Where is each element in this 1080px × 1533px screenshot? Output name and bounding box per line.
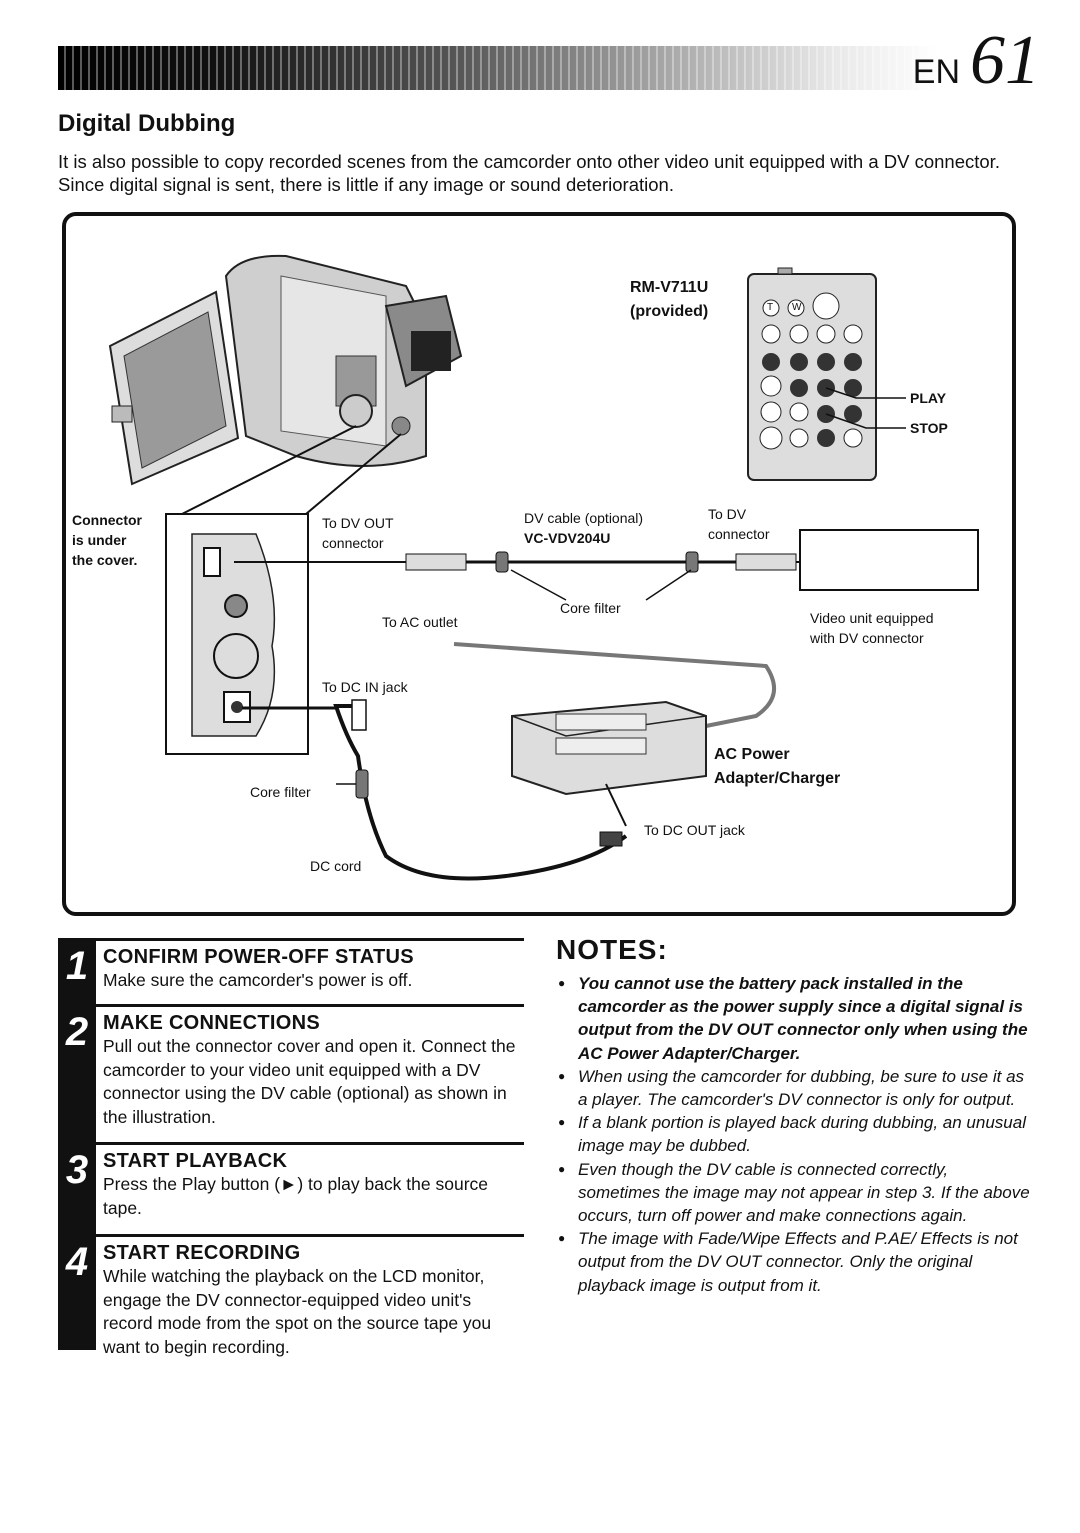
dv-cable-model: VC-VDV204U [524,530,611,546]
step-number: 4 [58,1234,96,1350]
note-item: If a blank portion is played back during… [556,1111,1030,1157]
intro-paragraph: It is also possible to copy recorded sce… [58,151,1000,195]
step-heading: START PLAYBACK [103,1150,288,1172]
steps-list: 1 CONFIRM POWER-OFF STATUS Make sure the… [58,938,524,1357]
step-heading: CONFIRM POWER-OFF STATUS [103,946,414,968]
connector-note-1: Connector [72,512,142,528]
page-digits: 61 [970,22,1040,99]
step-item: 1 CONFIRM POWER-OFF STATUS Make sure the… [58,938,524,1004]
note-item: You cannot use the battery pack installe… [556,972,1030,1065]
step-text: Make sure the camcorder's power is off. [103,970,413,990]
remote-provided-label: (provided) [630,303,709,320]
connector-detail-inset [165,513,309,755]
step-number: 1 [58,938,96,1004]
dc-in-label: To DC IN jack [322,679,408,695]
video-unit-label-1: Video unit equipped [810,610,934,626]
notes-section: NOTES: You cannot use the battery pack i… [556,934,1030,1297]
dc-cord-label: DC cord [310,858,362,874]
remote-control-illustration [747,267,906,481]
step-item: 3 START PLAYBACK Press the Play button (… [58,1142,524,1234]
camcorder-illustration [108,254,463,486]
stop-label: STOP [910,420,948,436]
connection-diagram: RM-V711U (provided) T W PLAY STOP Connec… [62,212,1016,916]
step-heading: MAKE CONNECTIONS [103,1012,321,1034]
ac-power-label-1: AC Power [714,746,790,763]
step-content: START PLAYBACK Press the Play button (►)… [96,1142,524,1234]
page-language: EN [912,53,960,91]
section-title: Digital Dubbing [58,110,236,137]
header-stripes [58,46,938,90]
play-label: PLAY [910,390,947,406]
ac-outlet-label: To AC outlet [382,614,458,630]
step-item: 4 START RECORDING While watching the pla… [58,1234,524,1357]
page-number: EN 61 [913,26,1040,96]
remote-w-label: W [792,302,802,313]
core-filter-bottom-label: Core filter [250,784,311,800]
remote-t-label: T [767,302,774,313]
dv-cable-label: DV cable (optional) [524,510,644,526]
step-number: 2 [58,1004,96,1142]
step-text: While watching the playback on the LCD m… [103,1266,492,1357]
note-item: The image with Fade/Wipe Effects and P.A… [556,1227,1030,1297]
ac-power-label-2: Adapter/Charger [714,770,841,787]
step-text: Pull out the connector cover and open it… [103,1036,516,1127]
step-content: MAKE CONNECTIONS Pull out the connector … [96,1004,524,1142]
ac-adapter-illustration [511,700,707,796]
step-content: CONFIRM POWER-OFF STATUS Make sure the c… [96,938,524,1004]
connector-note-2: is under [72,532,127,548]
dv-out-label-2: connector [322,535,384,551]
to-dv-label-1: To DV [708,506,747,522]
video-unit-label-2: with DV connector [810,630,924,646]
dv-cable-illustration [234,551,801,601]
video-unit-box [799,529,979,591]
step-number: 3 [58,1142,96,1234]
notes-title: NOTES: [556,934,668,965]
connector-note-3: the cover. [72,552,138,568]
step-text: Press the Play button (►) to play back t… [103,1174,489,1218]
note-item: Even though the DV cable is connected co… [556,1158,1030,1228]
dc-out-label: To DC OUT jack [644,822,745,838]
dv-out-label-1: To DV OUT [322,515,394,531]
core-filter-top-label: Core filter [560,600,621,616]
note-item: When using the camcorder for dubbing, be… [556,1065,1030,1111]
step-heading: START RECORDING [103,1242,301,1264]
diagram-illustration [108,254,979,881]
header-gradient-bar [58,46,938,90]
step-item: 2 MAKE CONNECTIONS Pull out the connecto… [58,1004,524,1142]
to-dv-label-2: connector [708,526,770,542]
remote-model-label: RM-V711U [630,279,709,296]
step-content: START RECORDING While watching the playb… [96,1234,524,1357]
